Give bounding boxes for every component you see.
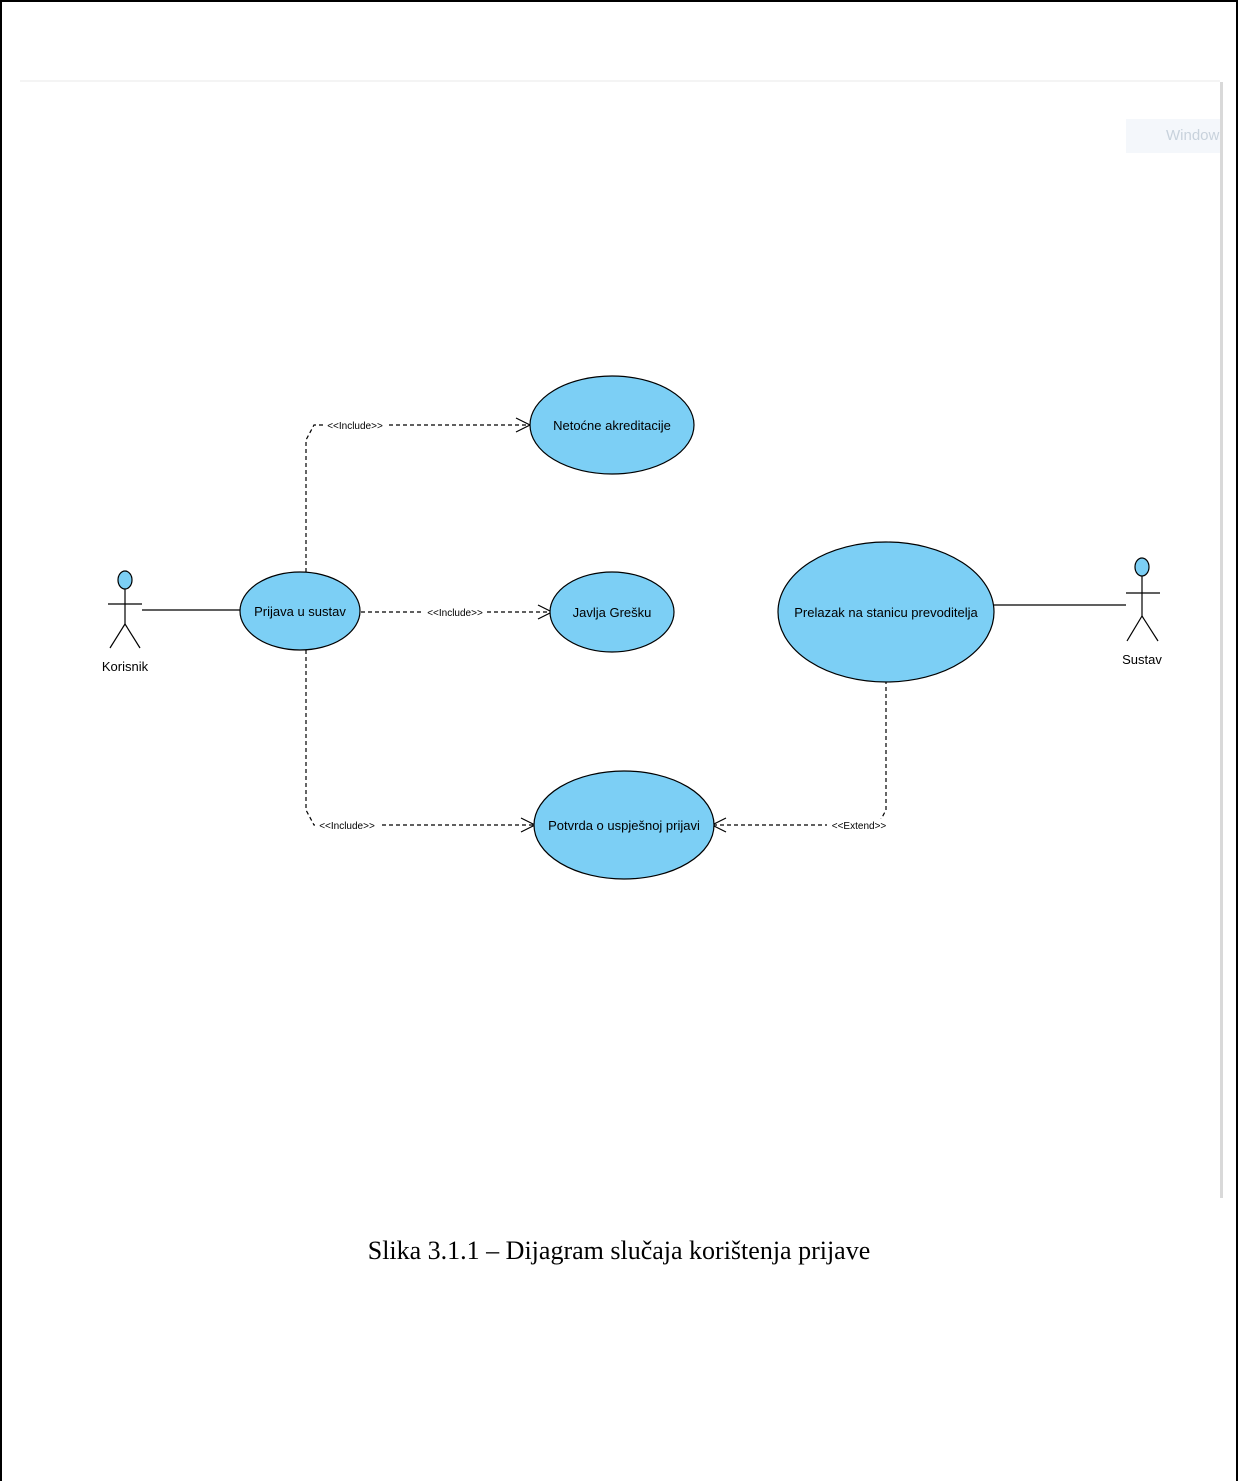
usecase-javlja[interactable] [549,571,675,653]
usecase-netocne-label: Netoćne akreditacije [553,418,671,433]
usecase-prelazak[interactable] [777,541,995,683]
include-edge-netocne [305,424,528,572]
figure-caption: Slika 3.1.1 – Dijagram slučaja korištenj… [367,1236,871,1265]
include-label-potvrda: <<Include>> [319,821,375,832]
usecase-javlja-label: Javlja Grešku [573,605,652,620]
usecase-potvrda-label: Potvrda o uspješnoj prijavi [548,818,700,833]
actor-sustav[interactable] [1126,557,1160,642]
extend-label-group: <<Extend>> [827,819,891,832]
usecase-prelazak-label: Prelazak na stanicu prevoditelja [794,605,978,620]
actor-korisnik[interactable] [108,570,142,649]
include-label-netocne: <<Include>> [327,421,383,432]
include-label-netocne-group: <<Include>> [324,419,386,432]
include-label-javlja-group: <<Include>> [423,606,487,619]
include-edge-potvrda [305,650,533,826]
actor-sustav-head [1134,557,1150,577]
actor-korisnik-head [117,570,133,590]
actor-korisnik-label: Korisnik [102,659,149,674]
usecase-potvrda[interactable] [533,770,715,880]
include-label-javlja: <<Include>> [427,608,483,619]
include-label-potvrda-group: <<Include>> [315,819,379,832]
usecase-netocne[interactable] [529,375,695,475]
canvas-top-edge [20,80,1220,82]
usecase-prijava-label: Prijava u sustav [254,604,346,619]
usecase-prijava[interactable] [239,571,361,651]
extend-edge-potvrda [714,680,887,826]
extend-label: <<Extend>> [832,821,887,832]
actor-sustav-label: Sustav [1122,652,1162,667]
vertical-scrollbar [1220,82,1223,1198]
watermark-text: Windows [1126,119,1220,153]
use-case-diagram: <<Include>> <<Include>> <<Include>> <<Ex… [102,375,1162,880]
